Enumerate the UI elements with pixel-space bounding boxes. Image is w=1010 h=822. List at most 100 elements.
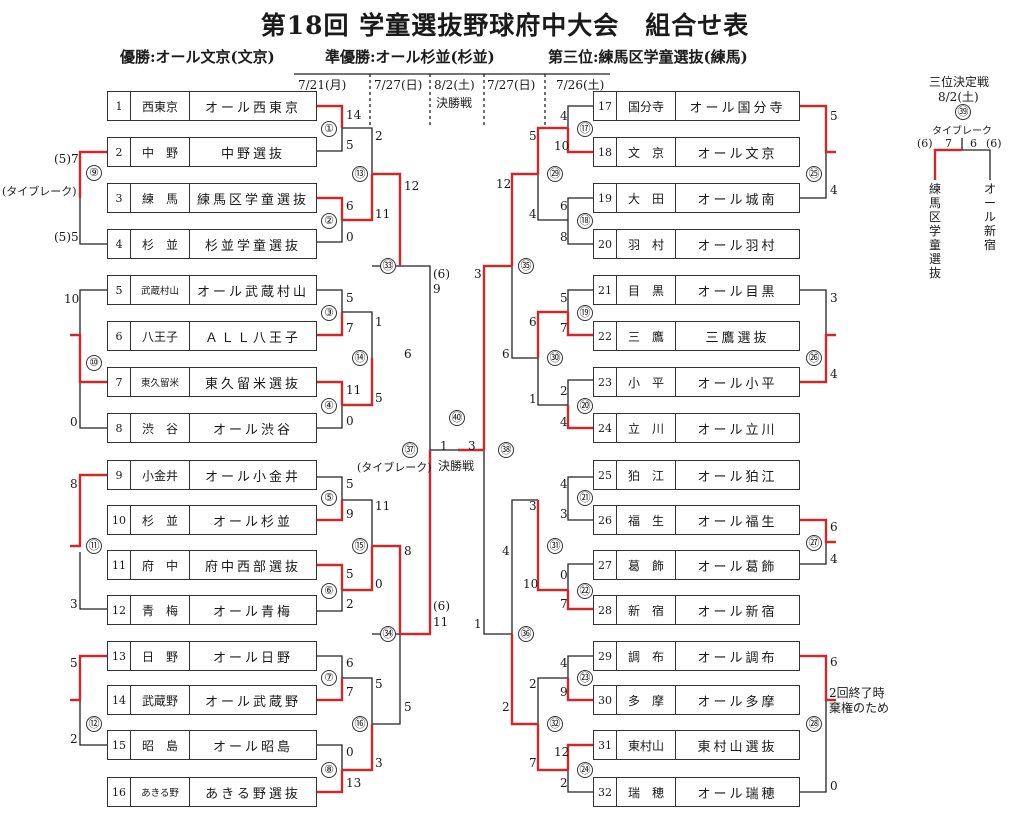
team-area: 東久留米 <box>131 368 190 396</box>
tiebreak-note: (タイブレーク) <box>2 185 77 198</box>
score: 7 <box>560 321 568 335</box>
team-number: 7 <box>108 368 131 396</box>
score: 4 <box>502 544 510 558</box>
score: 4 <box>560 415 568 429</box>
team-area: 府 中 <box>131 551 190 579</box>
black-lines <box>79 73 991 793</box>
team-box-2: 2 中 野 中野選抜 <box>107 137 317 167</box>
score: 5 <box>346 138 354 152</box>
score: 7 <box>560 597 568 611</box>
team-number: 12 <box>108 596 131 624</box>
score: 7 <box>346 321 354 335</box>
team-name: オール城南 <box>697 192 778 208</box>
match-number: ㉚ <box>547 350 563 366</box>
team-box-28: 28 新 宿 オール新宿 <box>593 595 800 625</box>
match-number: ㉑ <box>577 490 593 506</box>
match-number: ㊵ <box>449 410 465 426</box>
team-name: 三鷹選抜 <box>705 330 770 346</box>
score: 4 <box>830 183 838 197</box>
score: 3 <box>70 597 78 611</box>
match-number: ⑫ <box>86 716 102 732</box>
match-number: ㊲ <box>402 442 418 458</box>
team-number: 14 <box>108 686 131 714</box>
team-box-14: 14 武蔵野 オール武蔵野 <box>107 685 317 715</box>
team-name: あきる野選抜 <box>205 786 301 802</box>
score: 11 <box>433 615 449 629</box>
score: 0 <box>346 414 354 428</box>
team-area: 狛 江 <box>617 461 676 489</box>
team-area: 文 京 <box>617 138 676 166</box>
team-area: 大 田 <box>617 184 676 212</box>
score: 7 <box>346 685 354 699</box>
score: 14 <box>346 108 362 122</box>
match-number: ③ <box>321 305 337 321</box>
score: 0 <box>375 577 383 591</box>
match-number: ⑲ <box>577 305 593 321</box>
team-area: 渋 谷 <box>131 414 190 442</box>
third-place-date: 8/2(土) <box>938 90 979 104</box>
score: 6 <box>404 347 412 361</box>
team-name: 練馬区学童選抜 <box>196 192 309 208</box>
match-number: ㊱ <box>518 626 534 642</box>
third-right-team: オール新宿 <box>983 182 996 252</box>
team-name: 東村山選抜 <box>697 739 778 755</box>
score: 6 <box>830 655 838 669</box>
score: 9 <box>433 282 441 296</box>
team-number: 8 <box>108 414 131 442</box>
score: 6 <box>346 656 354 670</box>
final-score-left: 1 <box>440 439 448 453</box>
team-box-13: 13 日 野 オール日野 <box>107 641 317 671</box>
team-area: 杉 並 <box>131 230 190 258</box>
score: 0 <box>346 745 354 759</box>
score: 5 <box>346 477 354 491</box>
team-name: オール国分寺 <box>689 100 786 116</box>
score: 11 <box>346 383 362 397</box>
match-number: ⑨ <box>86 165 102 181</box>
team-box-25: 25 狛 江 オール狛江 <box>593 460 800 490</box>
date-header-r2-left: 7/27(日) <box>374 78 423 92</box>
team-box-23: 23 小 平 オール小平 <box>593 367 800 397</box>
score: 2 <box>70 732 78 746</box>
team-number: 20 <box>594 230 617 258</box>
team-number: 2 <box>108 138 131 166</box>
score: 10 <box>64 292 80 306</box>
score: 8 <box>70 477 78 491</box>
forfeit-note-1: 2回終了時 <box>829 686 885 700</box>
team-name: オール文京 <box>697 146 778 162</box>
team-box-7: 7 東久留米 東久留米選抜 <box>107 367 317 397</box>
score: 8 <box>560 230 568 244</box>
team-box-9: 9 小金井 オール小金井 <box>107 460 317 490</box>
score: 3 <box>830 291 838 305</box>
score: 0 <box>830 779 838 793</box>
team-number: 17 <box>594 92 617 120</box>
team-number: 3 <box>108 184 131 212</box>
tiebreak-score: (6) <box>433 267 450 281</box>
results-summary: 優勝:オール文京(文京) 準優勝:オール杉並(杉並) 第三位:練馬区学童選抜(練… <box>0 46 1010 68</box>
team-box-10: 10 杉 並 オール杉並 <box>107 505 317 535</box>
team-name: オール杉並 <box>212 514 293 530</box>
score: 6 <box>529 315 537 329</box>
team-number: 1 <box>108 92 131 120</box>
match-number: ㉛ <box>547 538 563 554</box>
forfeit-note-2: 棄権のため <box>829 701 890 715</box>
team-box-6: 6 八王子 ＡＬＬ八王子 <box>107 321 317 351</box>
score: 0 <box>70 415 78 429</box>
team-box-31: 31 東村山 東村山選抜 <box>593 730 800 760</box>
match-number: ① <box>321 121 337 137</box>
team-number: 19 <box>594 184 617 212</box>
team-name: オール瑞穂 <box>697 786 778 802</box>
match-number: ④ <box>321 398 337 414</box>
match-number: ㉒ <box>577 583 593 599</box>
team-box-12: 12 青 梅 オール青梅 <box>107 595 317 625</box>
score: 5 <box>346 291 354 305</box>
team-area: 日 野 <box>131 642 190 670</box>
score: 5 <box>375 391 383 405</box>
team-area: 武蔵野 <box>131 686 190 714</box>
team-box-30: 30 多 摩 オール多摩 <box>593 685 800 715</box>
team-number: 16 <box>108 778 131 806</box>
team-area: 武蔵村山 <box>131 276 190 304</box>
score: 2 <box>502 700 510 714</box>
match-number: ② <box>321 213 337 229</box>
match-number: ⑥ <box>321 583 337 599</box>
date-header-r1-left: 7/21(月) <box>298 78 347 92</box>
